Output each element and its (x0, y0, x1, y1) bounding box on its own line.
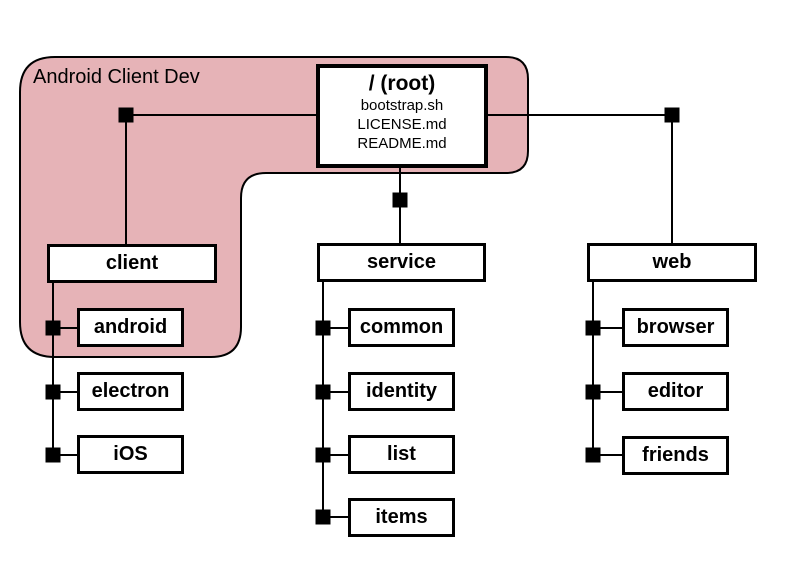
junction-square (392, 192, 408, 208)
node-root: / (root) bootstrap.sh LICENSE.md README.… (316, 64, 488, 168)
node-electron: electron (77, 372, 184, 411)
node-friends: friends (622, 436, 729, 475)
node-client: client (47, 244, 217, 283)
node-items: items (348, 498, 455, 537)
node-list: list (348, 435, 455, 474)
node-identity: identity (348, 372, 455, 411)
junction-squares (45, 107, 680, 525)
node-android: android (77, 308, 184, 347)
node-common: common (348, 308, 455, 347)
junction-square (315, 320, 331, 336)
junction-square (585, 320, 601, 336)
node-root-title: / (root) (368, 72, 436, 95)
node-service: service (317, 243, 486, 282)
junction-square (585, 384, 601, 400)
junction-square (664, 107, 680, 123)
junction-square (315, 509, 331, 525)
node-root-file: README.md (357, 135, 447, 152)
junction-square (118, 107, 134, 123)
highlight-region-label: Android Client Dev (33, 66, 200, 88)
node-root-file: bootstrap.sh (360, 97, 444, 114)
node-root-file: LICENSE.md (357, 116, 447, 133)
junction-square (315, 384, 331, 400)
junction-square (315, 447, 331, 463)
junction-square (585, 447, 601, 463)
node-ios: iOS (77, 435, 184, 474)
junction-square (45, 384, 61, 400)
node-browser: browser (622, 308, 729, 347)
junction-square (45, 320, 61, 336)
junction-square (45, 447, 61, 463)
node-editor: editor (622, 372, 729, 411)
node-web: web (587, 243, 757, 282)
